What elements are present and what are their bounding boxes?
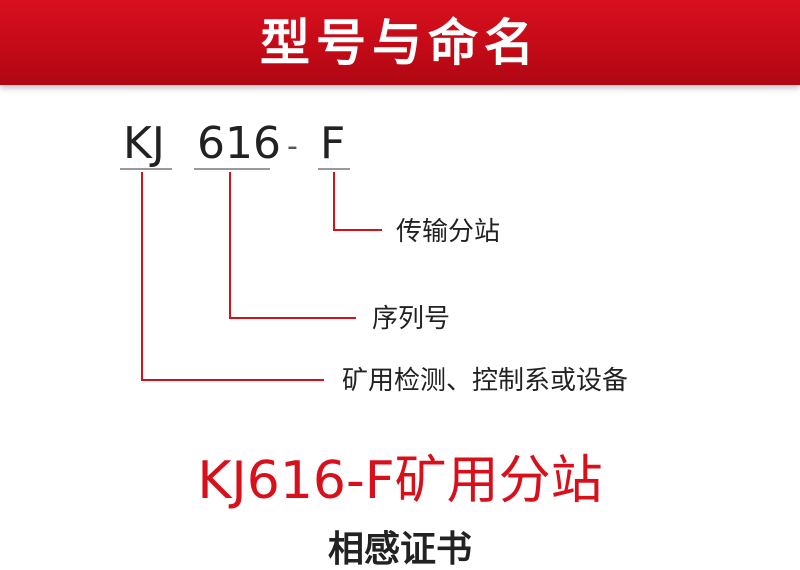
underline-serial [194, 168, 270, 170]
code-part-kj: KJ [123, 118, 165, 169]
connector-serial [229, 172, 356, 319]
label-transmission-substation: 传输分站 [396, 217, 501, 247]
title-banner: 型号与命名 [0, 0, 800, 85]
underline-kj [120, 168, 172, 170]
subtitle: 相感证书 [327, 529, 472, 570]
code-part-f: F [320, 118, 346, 169]
banner-title: 型号与命名 [260, 13, 540, 72]
label-serial-number: 序列号 [372, 304, 451, 334]
code-part-serial: 616 [197, 118, 281, 169]
code-separator: - [287, 129, 298, 164]
connector-kj [141, 172, 324, 381]
connector-lines [141, 172, 382, 381]
connector-f [333, 172, 382, 231]
underline-f [318, 168, 350, 170]
label-mining-system-device: 矿用检测、控制系或设备 [342, 366, 629, 396]
product-name: KJ616-F矿用分站 [197, 451, 603, 511]
